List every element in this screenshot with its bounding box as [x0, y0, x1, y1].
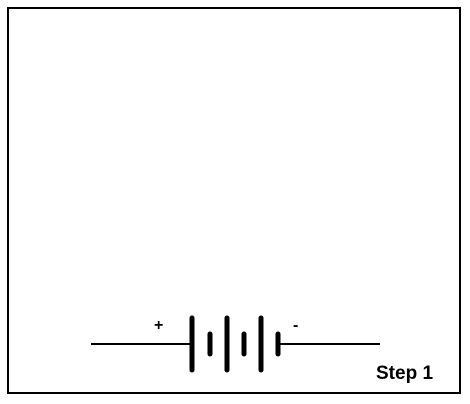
step-label: Step 1	[376, 363, 434, 384]
diagram-frame	[7, 7, 461, 394]
positive-terminal-label: +	[154, 317, 163, 334]
negative-terminal-label: -	[293, 317, 298, 334]
